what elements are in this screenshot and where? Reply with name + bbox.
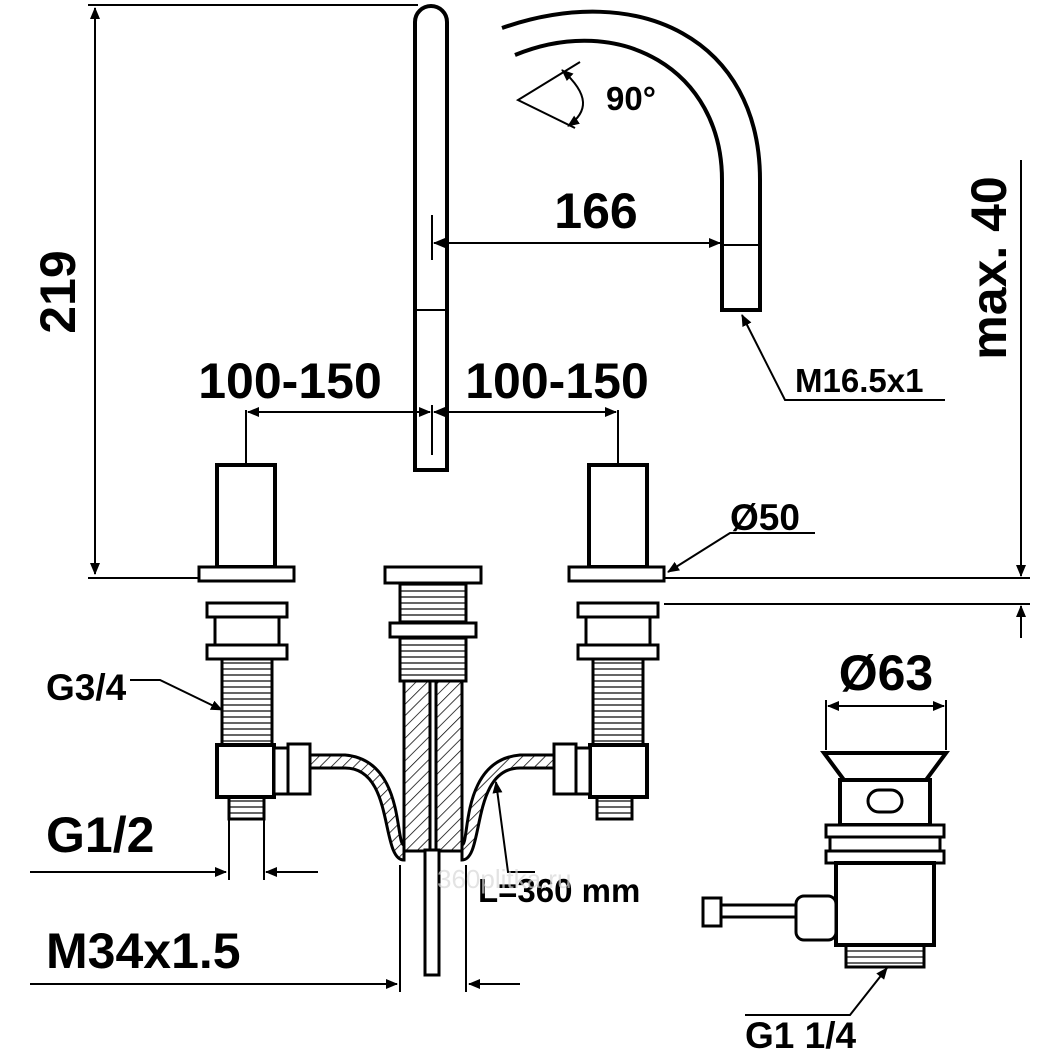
dimension-lines [30,4,1030,1016]
hose-length-label: L=360 mm [478,872,640,909]
swivel-label: 90° [606,80,656,117]
drain-thread-label: G1 1/4 [745,1015,856,1056]
mount-thread-label: M34x1.5 [46,923,241,979]
height-label: 219 [30,250,86,333]
connection-hoses [308,753,556,862]
drain [701,751,950,969]
spout-base [383,565,483,977]
right-valve [552,463,666,821]
spacing-left-label: 100-150 [198,353,382,409]
rosette-label: Ø50 [730,497,800,538]
spout-thread-label: M16.5x1 [795,362,923,399]
connection-label: G1/2 [46,807,154,863]
spacing-right-label: 100-150 [465,353,649,409]
left-valve [197,463,312,821]
max-thickness-label: max. 40 [961,176,1017,359]
valve-thread-label: G3/4 [46,667,127,708]
watermark: 360plitka.ru [437,864,571,894]
labels: 219 166 100-150 100-150 90° max. 40 M16.… [30,80,1017,1056]
drain-diameter-label: Ø63 [839,645,934,701]
reach-label: 166 [554,183,637,239]
